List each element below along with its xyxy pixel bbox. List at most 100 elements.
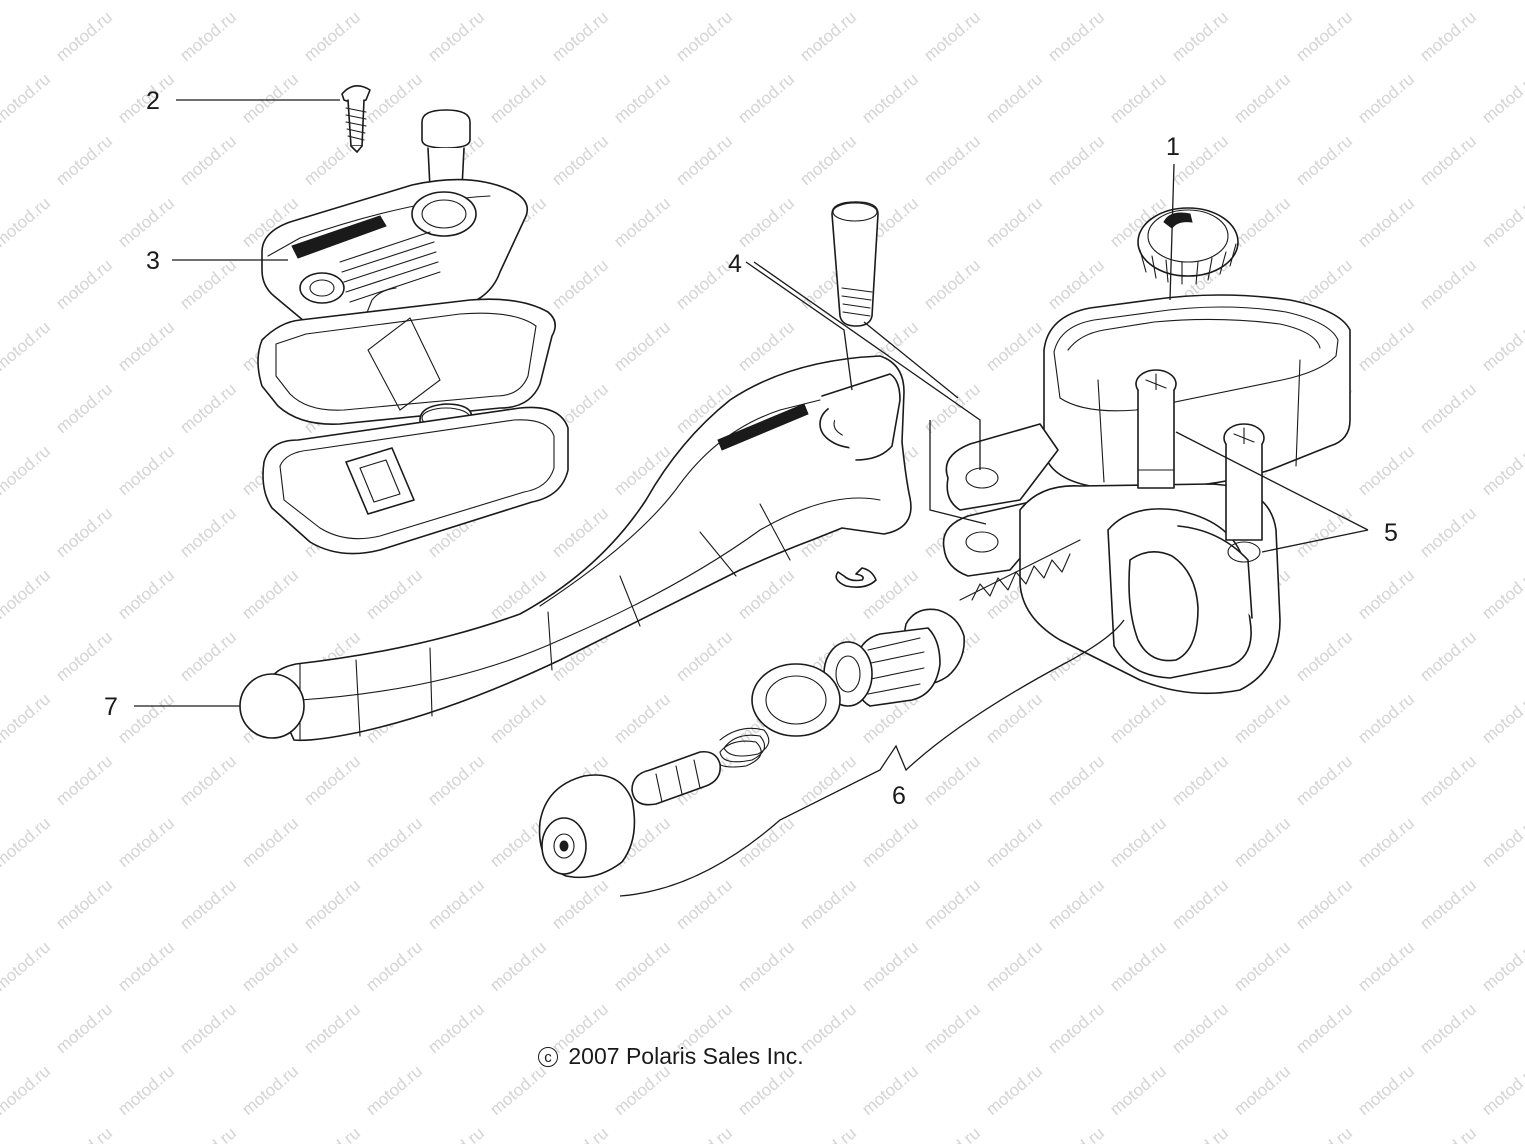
watermark-text: motod.ru	[982, 193, 1046, 251]
watermark-text: motod.ru	[796, 1123, 860, 1144]
watermark-text: motod.ru	[114, 193, 178, 251]
watermark-text: motod.ru	[1354, 813, 1418, 871]
watermark-text: motod.ru	[52, 1123, 116, 1144]
watermark-text: motod.ru	[114, 565, 178, 623]
watermark-text: motod.ru	[1168, 7, 1232, 65]
watermark-text: motod.ru	[858, 937, 922, 995]
watermark-text: motod.ru	[1044, 751, 1108, 809]
watermark-text: motod.ru	[52, 131, 116, 189]
watermark-text: motod.ru	[424, 7, 488, 65]
watermark-text: motod.ru	[920, 7, 984, 65]
watermark-text: motod.ru	[1478, 1061, 1525, 1119]
watermark-text: motod.ru	[486, 1061, 550, 1119]
watermark-text: motod.ru	[486, 689, 550, 747]
master-cylinder-part	[942, 207, 1351, 695]
watermark-text: motod.ru	[858, 1061, 922, 1119]
watermark-text: motod.ru	[0, 0, 54, 3]
watermark-text: motod.ru	[610, 937, 674, 995]
watermark-text: motod.ru	[362, 1061, 426, 1119]
watermark-text: motod.ru	[548, 1123, 612, 1144]
callout-labels: 1 2 3 4 5 6 7	[104, 87, 1398, 810]
watermark-text: motod.ru	[1416, 255, 1480, 313]
watermark-text: motod.ru	[0, 193, 54, 251]
watermark-text: motod.ru	[1292, 875, 1356, 933]
watermark-text: motod.ru	[920, 999, 984, 1057]
copyright-symbol: c	[538, 1047, 558, 1067]
watermark-text: motod.ru	[672, 131, 736, 189]
pivot-pin-part	[831, 201, 879, 588]
watermark-text: motod.ru	[672, 7, 736, 65]
watermark-text: motod.ru	[52, 503, 116, 561]
watermark-text: motod.ru	[114, 0, 178, 3]
reservoir-cover-part	[257, 109, 569, 555]
watermark-text: motod.ru	[920, 751, 984, 809]
watermark-text: motod.ru	[1230, 937, 1294, 995]
watermark-text: motod.ru	[424, 875, 488, 933]
watermark-text: motod.ru	[1044, 1123, 1108, 1144]
watermark-text: motod.ru	[1292, 751, 1356, 809]
watermark-text: motod.ru	[362, 0, 426, 3]
watermark-text: motod.ru	[1478, 317, 1525, 375]
watermark-text: motod.ru	[1416, 379, 1480, 437]
watermark-text: motod.ru	[1416, 999, 1480, 1057]
watermark-text: motod.ru	[1416, 875, 1480, 933]
watermark-text: motod.ru	[1478, 813, 1525, 871]
watermark-text: motod.ru	[238, 1061, 302, 1119]
watermark-text: motod.ru	[486, 69, 550, 127]
watermark-text: motod.ru	[0, 1061, 54, 1119]
watermark-text: motod.ru	[0, 565, 54, 623]
watermark-text: motod.ru	[238, 565, 302, 623]
watermark-text: motod.ru	[1354, 193, 1418, 251]
watermark-text: motod.ru	[610, 1061, 674, 1119]
watermark-text: motod.ru	[300, 1123, 364, 1144]
watermark-text: motod.ru	[1416, 131, 1480, 189]
watermark-text: motod.ru	[1354, 0, 1418, 3]
watermark-text: motod.ru	[486, 0, 550, 3]
watermark-text: motod.ru	[1230, 689, 1294, 747]
callout-7: 7	[104, 693, 118, 721]
watermark-text: motod.ru	[176, 131, 240, 189]
watermark-text: motod.ru	[1416, 503, 1480, 561]
watermark-text: motod.ru	[858, 0, 922, 3]
watermark-text: motod.ru	[734, 69, 798, 127]
watermark-text: motod.ru	[796, 131, 860, 189]
callout-4: 4	[728, 250, 742, 278]
watermark-text: motod.ru	[0, 689, 54, 747]
watermark-text: motod.ru	[1044, 131, 1108, 189]
watermark-text: motod.ru	[1478, 0, 1525, 3]
watermark-text: motod.ru	[1354, 689, 1418, 747]
watermark-text: motod.ru	[982, 317, 1046, 375]
watermark-text: motod.ru	[176, 1123, 240, 1144]
watermark-text: motod.ru	[362, 69, 426, 127]
callout-1: 1	[1166, 133, 1180, 161]
watermark-text: motod.ru	[1354, 441, 1418, 499]
watermark-text: motod.ru	[114, 317, 178, 375]
watermark-text: motod.ru	[982, 689, 1046, 747]
watermark-text: motod.ru	[1292, 1123, 1356, 1144]
watermark-text: motod.ru	[1354, 69, 1418, 127]
watermark-text: motod.ru	[176, 255, 240, 313]
watermark-text: motod.ru	[982, 813, 1046, 871]
watermark-text: motod.ru	[176, 7, 240, 65]
watermark-text: motod.ru	[734, 0, 798, 3]
callout-2: 2	[146, 87, 160, 115]
watermark-text: motod.ru	[548, 7, 612, 65]
watermark-text: motod.ru	[1044, 875, 1108, 933]
watermark-text: motod.ru	[114, 937, 178, 995]
watermark-text: motod.ru	[1416, 1123, 1480, 1144]
watermark-text: motod.ru	[362, 813, 426, 871]
watermark-text: motod.ru	[548, 255, 612, 313]
watermark-text: motod.ru	[1044, 255, 1108, 313]
watermark-text: motod.ru	[238, 813, 302, 871]
watermark-text: motod.ru	[362, 565, 426, 623]
watermark-text: motod.ru	[1478, 441, 1525, 499]
watermark-text: motod.ru	[672, 255, 736, 313]
watermark-text: motod.ru	[920, 131, 984, 189]
watermark-text: motod.ru	[982, 937, 1046, 995]
watermark-text: motod.ru	[176, 999, 240, 1057]
watermark-text: motod.ru	[1292, 131, 1356, 189]
watermark-text: motod.ru	[672, 875, 736, 933]
watermark-text: motod.ru	[0, 937, 54, 995]
copyright-text: 2007 Polaris Sales Inc.	[568, 1043, 804, 1069]
watermark-text: motod.ru	[1354, 937, 1418, 995]
